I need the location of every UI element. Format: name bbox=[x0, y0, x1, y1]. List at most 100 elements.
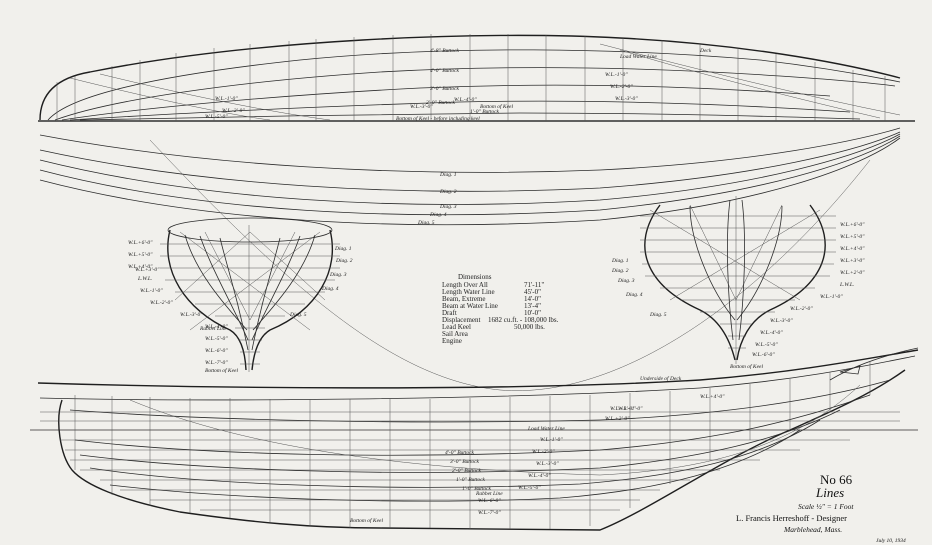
diag-label-2: Diag. 2 bbox=[439, 189, 457, 195]
rsec-d4: Diag. 4 bbox=[625, 291, 643, 298]
rsec-r6: L.W.L. bbox=[839, 282, 854, 288]
lsec-d4: Diag. 4 bbox=[321, 285, 339, 292]
dim-label-6: Lead Keel bbox=[442, 323, 471, 331]
profile-wl1: W.L.+1'-0" bbox=[618, 406, 643, 412]
dim-label-5: Displacement bbox=[442, 316, 481, 324]
profile-deck: Underside of Deck bbox=[640, 375, 682, 382]
plan-label-wl-l1: W.L.-1'-0" bbox=[215, 96, 238, 102]
profile-wl4: W.L.+4'-0" bbox=[700, 393, 725, 400]
profile-m7: W.L.-7'-0" bbox=[478, 510, 501, 516]
dim-label-0: Length Over All bbox=[442, 281, 488, 289]
plan-label-wl-l2: W.L.-2'-0" bbox=[222, 108, 245, 114]
profile-m1: W.L.-1'-0" bbox=[540, 437, 563, 443]
plan-label-lwl: Load Water Line bbox=[619, 54, 657, 60]
lsec-d1: Diag. 1 bbox=[334, 246, 352, 252]
title-block: No 66 Lines Scale ½" = 1 Foot L. Francis… bbox=[736, 472, 906, 544]
profile-wl3: W.L.+3'-0" bbox=[610, 406, 635, 412]
plan-label-b1: 4'-8" Buttock bbox=[430, 47, 460, 54]
dim-label-3: Beam at Water Line bbox=[442, 302, 498, 310]
rsec-r1: W.L.+6'-0" bbox=[840, 222, 865, 228]
designer-place: Marblehead, Mass. bbox=[783, 525, 842, 534]
dimensions-title: Dimensions bbox=[458, 273, 492, 281]
rsec-d2: Diag. 2 bbox=[611, 268, 629, 274]
profile-b3: 2'-0" Buttock bbox=[452, 468, 482, 474]
diag-label-5: Diag. 5 bbox=[417, 220, 435, 226]
plan-label-keel: Bottom of Keel bbox=[480, 103, 513, 110]
profile-b5: 1'-0" Buttock bbox=[462, 486, 492, 492]
plan-label-deck: Deck bbox=[699, 48, 712, 54]
lsec-r3: W.L.+4'-0" bbox=[128, 263, 153, 270]
lsec-r11: W.L.-6'-0" bbox=[205, 348, 228, 354]
dim-value-3: 13'-4" bbox=[524, 302, 541, 310]
lsec-r12: W.L.-7'-0" bbox=[205, 360, 228, 366]
lsec-r1: W.L.+6'-0" bbox=[128, 240, 153, 246]
rsec-r7: W.L.-1'-0" bbox=[820, 294, 843, 300]
rsec-r10: W.L.-4'-0" bbox=[760, 329, 783, 336]
dimensions-table: Dimensions Length Over All 71'-11" Lengt… bbox=[442, 273, 559, 345]
plan-label-wl-l3: W.L.-3'-0" bbox=[410, 104, 433, 110]
dim-value-5: 1682 cu.ft. - 108,000 lbs. bbox=[488, 316, 559, 324]
profile-m2: W.L.-2'-0" bbox=[532, 449, 555, 455]
plan-label-wl-l4: W.L.-4'-0" bbox=[454, 96, 477, 103]
drawing-title: Lines bbox=[815, 485, 844, 500]
designer-name: L. Francis Herreshoff - Designer bbox=[736, 513, 847, 523]
crossing-curve bbox=[149, 139, 871, 391]
plan-label-wl-r1: W.L.-1'-0" bbox=[605, 72, 628, 78]
dim-label-8: Engine bbox=[442, 337, 462, 345]
rsec-r3: W.L.+4'-0" bbox=[840, 245, 865, 252]
profile-plan: W.L.+4'-0" W.L.+3'-0" W.L.+2'-0" W.L.+1'… bbox=[30, 347, 919, 531]
rsec-d3: Diag. 3 bbox=[617, 278, 635, 284]
rsec-d1: Diag. 1 bbox=[611, 258, 629, 264]
plan-label-wl-r2: W.L.-2'-0" bbox=[610, 84, 633, 90]
lsec-r5: L.W.L. bbox=[137, 276, 152, 282]
plan-label-wl-r3: W.L.-3'-0" bbox=[615, 96, 638, 102]
dim-value-1: 45'-0" bbox=[524, 288, 541, 296]
body-plan-left: W.L.+6'-0" W.L.+5'-0" W.L.+4'-0" W.L.+3'… bbox=[128, 217, 353, 374]
rsec-r5: W.L.+2'-0" bbox=[840, 270, 865, 276]
rsec-r11: W.L.-5'-0" bbox=[755, 342, 778, 348]
lsec-r8: W.L.-3'-0" bbox=[180, 312, 203, 318]
rsec-r8: W.L.-2'-0" bbox=[790, 306, 813, 312]
lsec-r2: W.L.+5'-0" bbox=[128, 252, 153, 258]
dim-label-2: Beam, Extreme bbox=[442, 295, 486, 303]
lsec-r6: W.L.-1'-0" bbox=[140, 288, 163, 294]
diag-label-4: Diag. 4 bbox=[429, 211, 447, 218]
profile-wl2: W.L.+2'-0" bbox=[605, 416, 630, 422]
rsec-keel: Bottom of Keel bbox=[730, 363, 763, 370]
profile-lwl: Load Water Line bbox=[527, 426, 565, 432]
profile-m6: W.L.-6'-0" bbox=[478, 498, 501, 504]
profile-m3: W.L.-3'-0" bbox=[536, 461, 559, 467]
lsec-r9: W.L.-4'-0" bbox=[205, 323, 228, 330]
drawing-scale: Scale ½" = 1 Foot bbox=[798, 502, 854, 511]
lsec-d5: Diag. 5 bbox=[289, 312, 307, 318]
plan-label-b5: 1'-0" Buttock bbox=[470, 109, 500, 115]
dim-label-1: Length Water Line bbox=[442, 288, 495, 296]
dim-value-2: 14'-0" bbox=[524, 295, 541, 303]
dim-value-4: 10'-0" bbox=[524, 309, 541, 317]
lsec-r4: W.L.+3'-0" bbox=[135, 267, 160, 273]
lsec-r7: W.L.-2'-0" bbox=[150, 300, 173, 306]
rsec-r12: W.L.-6'-0" bbox=[752, 352, 775, 358]
lsec-rabbet: Rabbet Line bbox=[199, 326, 227, 332]
profile-b1: 4'-0" Buttock bbox=[445, 449, 475, 456]
dim-value-6: 50,000 lbs. bbox=[514, 323, 545, 331]
plan-label-b2: 4'-0" Buttock bbox=[430, 67, 460, 74]
body-plan-right: W.L.+6'-0" W.L.+5'-0" W.L.+4'-0" W.L.+3'… bbox=[611, 196, 865, 370]
diag-label-3: Diag. 3 bbox=[439, 204, 457, 210]
lsec-r10: W.L.-5'-0" bbox=[205, 336, 228, 342]
plan-label-b3: 3'-0" Buttock bbox=[429, 86, 460, 92]
dim-label-7: Sail Area bbox=[442, 330, 469, 338]
plan-label-keel-before: Bottom of Keel - before including keel bbox=[396, 115, 480, 122]
rsec-r4: W.L.+3'-0" bbox=[840, 258, 865, 264]
profile-rabbet: Rabbet Line bbox=[475, 491, 503, 497]
dim-value-0: 71'-11" bbox=[524, 281, 544, 289]
half-breadth-plan: 4'-8" Buttock 4'-0" Buttock 3'-0" Buttoc… bbox=[38, 34, 915, 122]
lsec-d3: Diag. 3 bbox=[329, 272, 347, 278]
profile-b4: 1'-0" Buttock bbox=[456, 477, 486, 483]
lsec-d2: Diag. 2 bbox=[335, 258, 353, 264]
plan-label-wl-l5: W.L.-5'-0" bbox=[205, 114, 228, 120]
plan-label-b4: 2'-0" Buttock bbox=[426, 100, 456, 106]
rsec-r2: W.L.+5'-0" bbox=[840, 234, 865, 240]
